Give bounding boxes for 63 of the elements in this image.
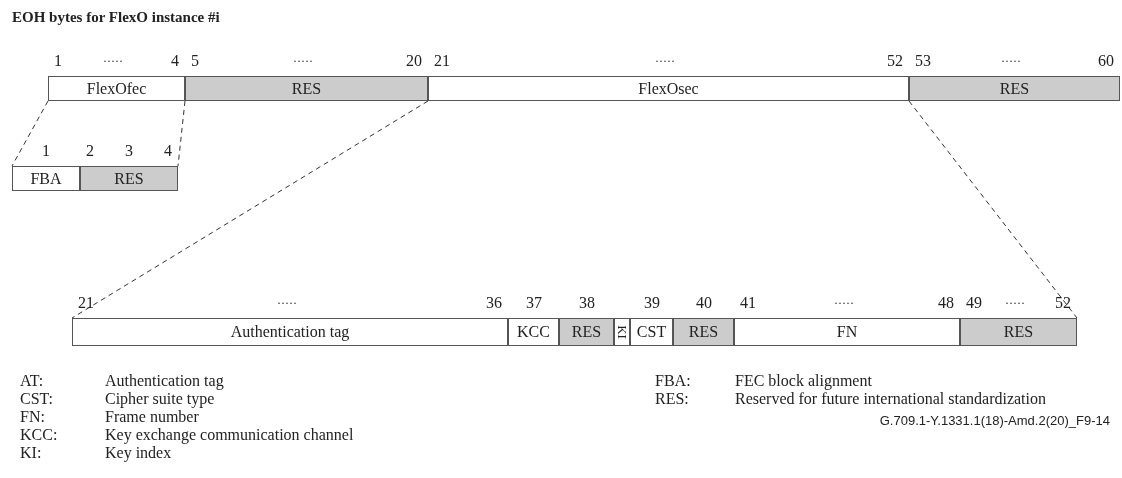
- figure-title: EOH bytes for FlexO instance #i: [12, 8, 220, 26]
- expansion-line: [71, 100, 429, 319]
- byte-number: 52: [1055, 294, 1071, 312]
- byte-number: 36: [486, 294, 502, 312]
- byte-number: 2: [86, 142, 94, 160]
- byte-number: 48: [938, 294, 954, 312]
- ellipsis: ·····: [655, 53, 675, 70]
- byte-field: FBA: [12, 166, 80, 191]
- abbreviation: AT:: [20, 372, 44, 390]
- ellipsis: ·····: [834, 295, 854, 312]
- figure-id: G.709.1-Y.1331.1(18)-Amd.2(20)_F9-14: [879, 412, 1110, 430]
- abbreviation: KCC:: [20, 426, 58, 444]
- byte-number: 1: [54, 52, 62, 70]
- byte-number: 21: [78, 294, 94, 312]
- byte-number: 52: [887, 52, 903, 70]
- ellipsis: ·····: [293, 53, 313, 70]
- byte-number: 38: [579, 294, 595, 312]
- ellipsis: ·····: [1001, 53, 1021, 70]
- byte-field: RES: [909, 76, 1120, 101]
- expansion-line: [177, 100, 186, 167]
- abbreviation: FN:: [20, 408, 45, 426]
- byte-field: RES: [80, 166, 178, 191]
- abbreviation-definition: Frame number: [105, 408, 199, 426]
- byte-field: FN: [734, 318, 960, 346]
- abbreviation: CST:: [20, 390, 53, 408]
- byte-field: CST: [630, 318, 673, 346]
- byte-number: 53: [915, 52, 931, 70]
- byte-number: 4: [164, 142, 172, 160]
- abbreviation-definition: FEC block alignment: [735, 372, 872, 390]
- byte-number: 37: [526, 294, 542, 312]
- ellipsis: ·····: [103, 53, 123, 70]
- expansion-line: [908, 100, 1078, 319]
- abbreviation-definition: Cipher suite type: [105, 390, 215, 408]
- ellipsis: ·····: [1005, 295, 1025, 312]
- abbreviation-definition: Key index: [105, 444, 172, 462]
- byte-field: RES: [559, 318, 614, 346]
- byte-field: RES: [185, 76, 428, 101]
- expansion-line: [11, 100, 49, 167]
- abbreviation: RES:: [655, 390, 689, 408]
- byte-number: 49: [966, 294, 982, 312]
- abbreviation-definition: Reserved for future international standardization: [735, 390, 1046, 408]
- byte-field: KI: [614, 318, 630, 346]
- byte-number: 41: [740, 294, 756, 312]
- byte-field: FlexOsec: [428, 76, 909, 101]
- abbreviation-definition: Authentication tag: [105, 372, 224, 390]
- byte-field: FlexOfec: [48, 76, 185, 101]
- byte-number: 1: [42, 142, 50, 160]
- byte-number: 5: [191, 52, 199, 70]
- byte-field: KCC: [508, 318, 559, 346]
- abbreviation: FBA:: [655, 372, 691, 390]
- byte-number: 39: [644, 294, 660, 312]
- byte-field: RES: [960, 318, 1077, 346]
- abbreviation-definition: Key exchange communication channel: [105, 426, 354, 444]
- byte-field: Authentication tag: [72, 318, 508, 346]
- byte-number: 40: [696, 294, 712, 312]
- byte-number: 20: [406, 52, 422, 70]
- byte-number: 21: [434, 52, 450, 70]
- ellipsis: ·····: [277, 295, 297, 312]
- byte-field: RES: [673, 318, 734, 346]
- byte-number: 3: [125, 142, 133, 160]
- byte-number: 4: [171, 52, 179, 70]
- byte-number: 60: [1098, 52, 1114, 70]
- abbreviation: KI:: [20, 444, 42, 462]
